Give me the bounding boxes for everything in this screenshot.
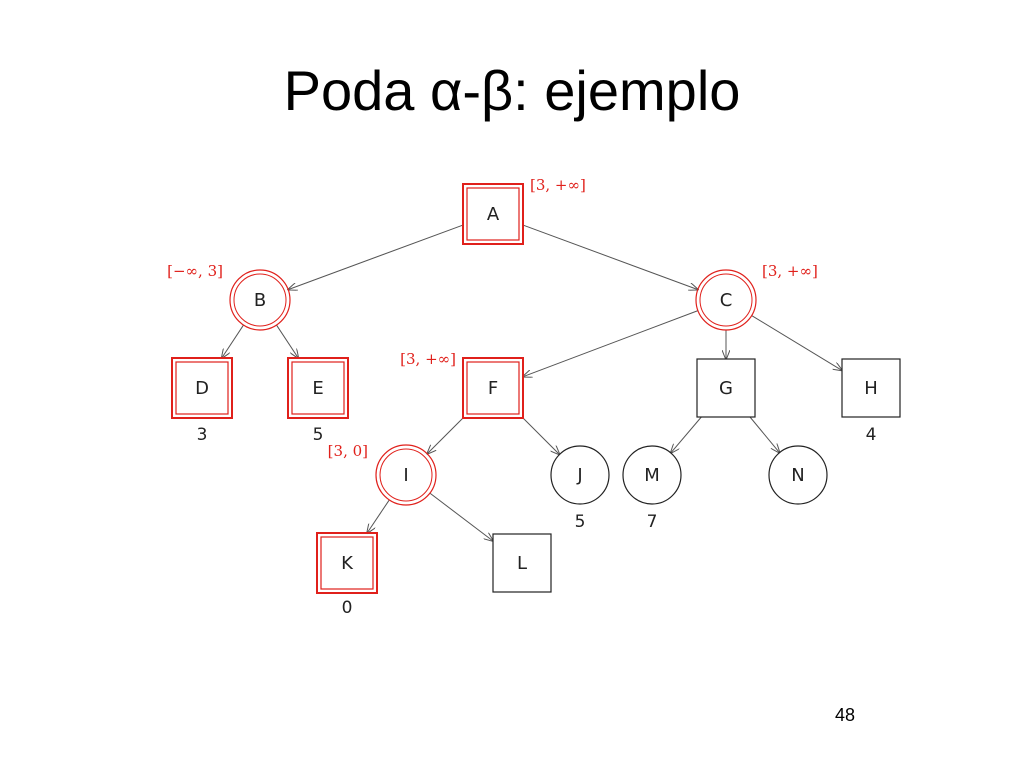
node-M-circle <box>622 445 682 505</box>
node-B-inner-ring <box>233 273 287 327</box>
node-L-label: L <box>517 553 527 574</box>
edge-C-H <box>751 315 842 371</box>
node-G: G <box>696 358 756 418</box>
node-D-value: 3 <box>197 425 208 445</box>
slide-title: Poda α-β: ejemplo <box>283 59 741 122</box>
node-E-label: E <box>312 378 323 399</box>
node-C-label: C <box>720 290 733 311</box>
edge-A-B <box>288 224 464 290</box>
node-I-inner-ring <box>379 448 433 502</box>
node-E-outer-box <box>287 357 349 419</box>
node-E-inner-box <box>291 361 345 415</box>
node-C-inner-ring <box>699 273 753 327</box>
node-J: J5 <box>550 445 610 532</box>
node-E-value: 5 <box>313 425 324 445</box>
node-H-label: H <box>864 378 878 399</box>
node-M-label: M <box>644 465 660 486</box>
node-L: L <box>492 533 552 593</box>
node-A-outer-box <box>462 183 524 245</box>
node-N-label: N <box>791 465 804 486</box>
node-D-inner-box <box>175 361 229 415</box>
edge-F-I <box>427 417 464 454</box>
node-H-box <box>841 358 901 418</box>
node-I-outer-ring <box>375 444 437 506</box>
node-H-value: 4 <box>866 425 877 445</box>
node-M: M7 <box>622 445 682 532</box>
node-B-label: B <box>254 290 266 311</box>
node-K-value: 0 <box>342 598 353 618</box>
node-C: C [3, +∞] <box>695 262 818 331</box>
node-I-label: I <box>403 465 408 486</box>
node-I-interval: [3, 0] <box>328 442 368 460</box>
node-A-inner-box <box>466 187 520 241</box>
node-G-label: G <box>719 378 733 399</box>
node-K-inner-box <box>320 536 374 590</box>
node-C-outer-ring <box>695 269 757 331</box>
node-H: H4 <box>841 358 901 445</box>
node-K-outer-box <box>316 532 378 594</box>
edge-C-F <box>523 310 699 377</box>
node-F-label: F <box>488 378 498 399</box>
node-K: K0 <box>316 532 378 618</box>
node-J-circle <box>550 445 610 505</box>
node-B: B [−∞, 3] <box>167 262 291 331</box>
node-D-outer-box <box>171 357 233 419</box>
edge-F-J <box>522 417 559 454</box>
node-B-outer-ring <box>229 269 291 331</box>
node-J-label: J <box>576 465 582 486</box>
node-D-label: D <box>195 378 209 399</box>
page-number: 48 <box>834 705 856 725</box>
node-A-label: A <box>487 204 500 225</box>
edge-G-M <box>671 416 702 453</box>
node-F-outer-box <box>462 357 524 419</box>
node-D: D3 <box>171 357 233 445</box>
node-F: F [3, +∞] <box>400 350 524 419</box>
node-I: I [3, 0] <box>328 442 437 506</box>
node-N-circle <box>768 445 828 505</box>
node-C-interval: [3, +∞] <box>762 262 818 280</box>
node-F-inner-box <box>466 361 520 415</box>
node-A-interval: [3, +∞] <box>530 176 586 194</box>
node-G-box <box>696 358 756 418</box>
node-L-box <box>492 533 552 593</box>
node-K-label: K <box>341 553 354 574</box>
edge-I-L <box>429 492 493 541</box>
node-B-interval: [−∞, 3] <box>167 262 223 280</box>
node-F-interval: [3, +∞] <box>400 350 456 368</box>
node-J-value: 5 <box>575 512 586 532</box>
edge-A-C <box>522 224 698 290</box>
node-M-value: 7 <box>647 512 658 532</box>
node-E: E5 <box>287 357 349 445</box>
tree-edges <box>222 224 842 541</box>
edge-B-D <box>222 324 244 358</box>
node-A: A [3, +∞] <box>462 176 586 245</box>
edge-I-K <box>367 499 390 533</box>
node-N: N <box>768 445 828 505</box>
edge-B-E <box>276 324 299 358</box>
edge-G-N <box>749 416 780 453</box>
